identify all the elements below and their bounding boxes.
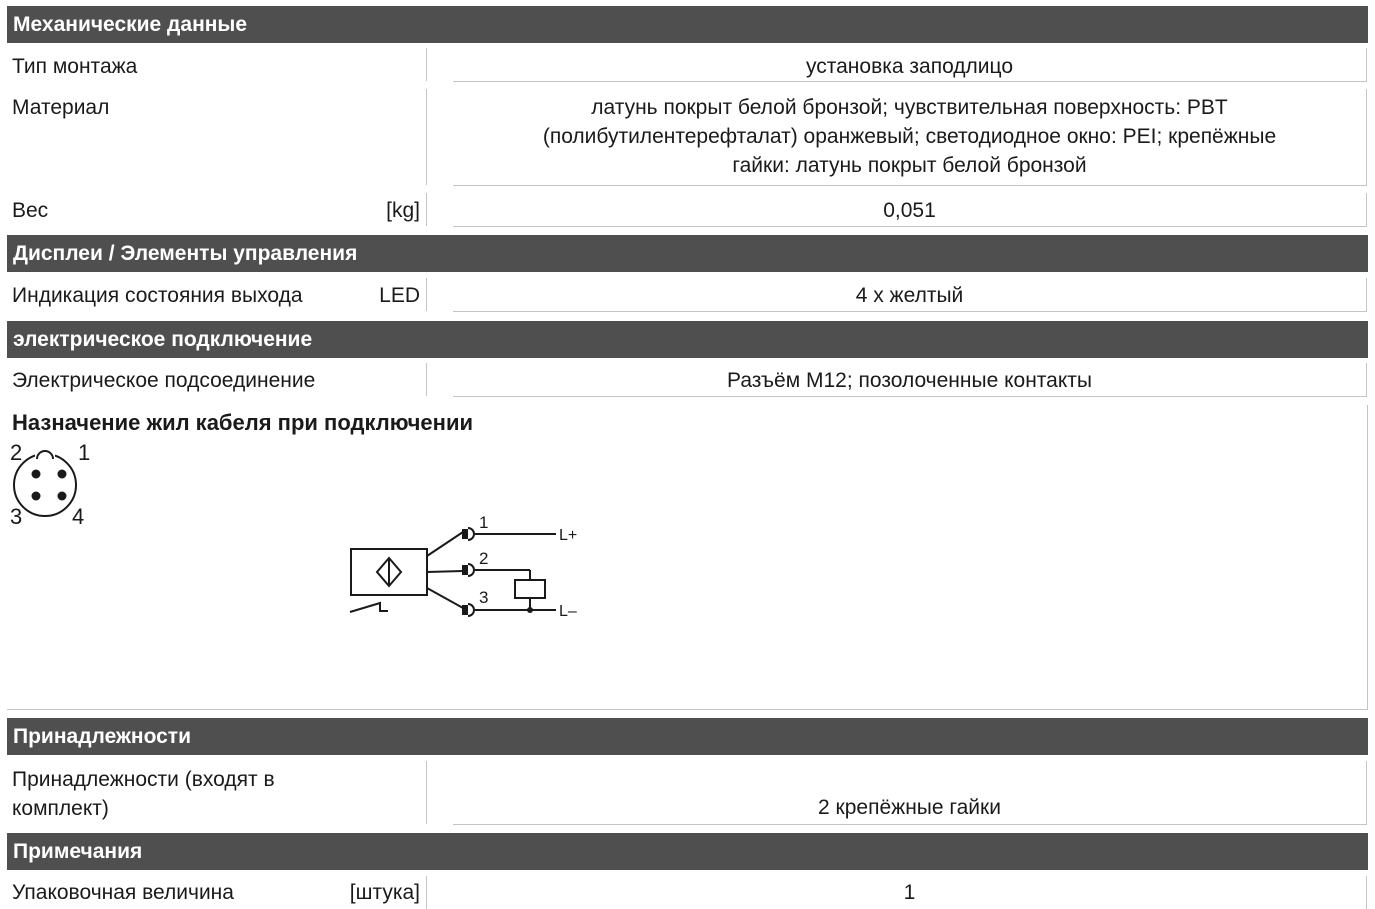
wire-number-3: 3 <box>479 588 488 607</box>
row-label-acc-included: Принадлежности (входят в комплект) <box>12 765 420 823</box>
row-label-package: Упаковочная величина <box>12 881 234 904</box>
supply-minus-label: L– <box>559 603 577 620</box>
row-value-acc-included: 2 крепёжные гайки <box>453 761 1367 825</box>
row-divider <box>426 363 427 396</box>
row-divider <box>426 761 427 824</box>
row-unit-weight: [kg] <box>386 199 420 222</box>
material-line: гайки: латунь покрыт белой бронзой <box>732 154 1087 177</box>
row-label-connection: Электрическое подсоединение <box>12 369 316 392</box>
row-unit-indication: LED <box>379 284 420 307</box>
material-line: (полибутилентерефталат) оранжевый; свето… <box>542 125 1277 148</box>
section-header-displays: Дисплеи / Элементы управления <box>7 235 1368 272</box>
row-value-material: латунь покрыт белой бронзой; чувствитель… <box>453 89 1367 186</box>
section-header-notes: Примечания <box>7 833 1368 870</box>
row-indication-label-cell: Индикация состояния выхода LED <box>12 284 420 308</box>
acc-label-line: Принадлежности (входят в <box>12 768 275 791</box>
pin-label-2: 2 <box>10 440 22 465</box>
row-divider <box>426 89 427 185</box>
acc-label-line: комплект) <box>12 797 109 820</box>
row-package-label-cell: Упаковочная величина [штука] <box>12 881 420 905</box>
row-label-material: Материал <box>12 96 110 119</box>
connector-pinout-icon <box>13 450 77 517</box>
row-value-package: 1 <box>453 876 1367 909</box>
row-value-weight: 0,051 <box>453 193 1367 227</box>
row-value-indication: 4 x желтый <box>453 278 1367 312</box>
row-value-mount: установка заподлицо <box>453 48 1367 82</box>
row-divider <box>426 48 427 81</box>
junction-dot <box>527 607 533 613</box>
row-label-indication: Индикация состояния выхода <box>12 284 303 307</box>
row-value-connection: Разъём M12; позолоченные контакты <box>453 363 1367 397</box>
pin-label-1: 1 <box>78 440 90 465</box>
row-label-mount: Тип монтажа <box>12 55 138 78</box>
row-weight-label-cell: Вес [kg] <box>12 199 420 223</box>
row-divider <box>426 278 427 311</box>
supply-plus-label: L+ <box>559 527 577 544</box>
row-divider <box>426 876 427 909</box>
row-divider <box>426 193 427 226</box>
row-unit-package: [штука] <box>349 881 420 904</box>
section-header-electrical: электрическое подключение <box>7 321 1368 358</box>
material-line: латунь покрыт белой бронзой; чувствитель… <box>591 96 1228 119</box>
section-header-mechanical: Механические данные <box>7 6 1368 43</box>
pin-label-4: 4 <box>72 504 84 529</box>
sensor-symbol-icon <box>349 548 428 613</box>
wiring-box <box>7 405 1368 710</box>
section-header-accessories: Принадлежности <box>7 718 1368 755</box>
wire-lines <box>426 531 556 611</box>
wire-number-2: 2 <box>479 549 488 568</box>
pin-label-3: 3 <box>10 504 22 529</box>
terminal-icon <box>462 527 475 617</box>
wire-number-1: 1 <box>479 513 488 532</box>
wiring-title: Назначение жил кабеля при подключении <box>12 410 473 435</box>
row-label-weight: Вес <box>12 199 49 222</box>
